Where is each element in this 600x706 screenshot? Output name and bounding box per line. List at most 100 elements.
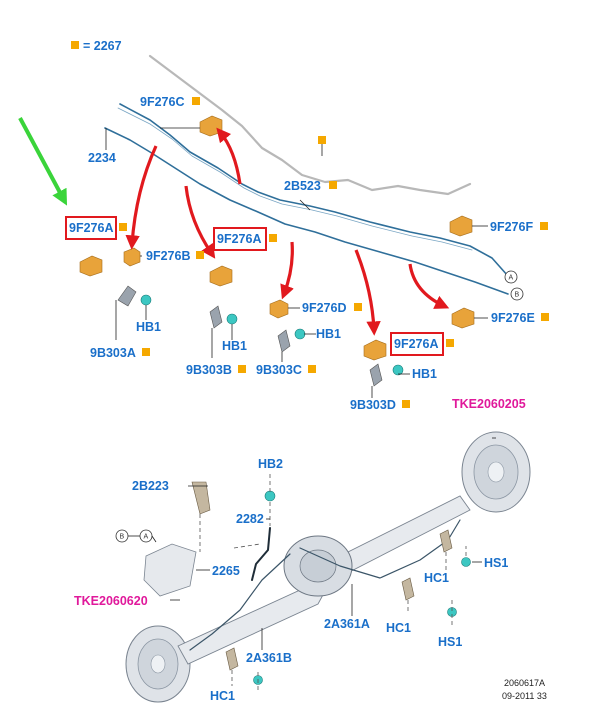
- bolt-hs1-a: [461, 557, 471, 567]
- label-2B223: 2B223: [132, 479, 169, 493]
- support-assembly-2265: [143, 543, 197, 597]
- brake-tubes-upper: [104, 54, 509, 295]
- label-9F276D: 9F276D: [302, 301, 346, 315]
- label-hb2: HB2: [258, 457, 283, 471]
- label-2A361B: 2A361B: [246, 651, 292, 665]
- connector-circle-b2: B: [115, 529, 129, 543]
- connector-circle-b: B: [510, 287, 524, 301]
- leader-lines-lower: [128, 437, 496, 690]
- leader-lines-upper: [105, 127, 488, 398]
- marker-9F276A-2: [269, 234, 277, 242]
- label-hc1-a: HC1: [424, 571, 449, 585]
- label-9B303D: 9B303D: [350, 398, 396, 412]
- blue-brake-tube-upper: [119, 103, 509, 277]
- red-arrow-1: [216, 127, 242, 185]
- footer-date: 09-2011 33: [502, 691, 547, 701]
- marker-9F276F: [540, 222, 548, 230]
- bolt-hb1-a: [140, 294, 152, 306]
- footer: 2060617A 09-2011 33: [502, 678, 547, 701]
- label-hs1-a: HS1: [484, 556, 508, 570]
- label-hb1-d: HB1: [412, 367, 437, 381]
- label-tke2060205: TKE2060205: [452, 397, 526, 411]
- clip-9F276F-part: [449, 215, 473, 237]
- bracket-9B303A: [117, 285, 137, 307]
- red-arrow-6: [408, 263, 450, 309]
- svg-text:B: B: [120, 534, 125, 541]
- bolt-hb1-d: [392, 364, 404, 376]
- highlight-box-9F276A-1: [65, 216, 117, 240]
- label-9B303A: 9B303A: [90, 346, 136, 360]
- clip-9F276D-part: [269, 299, 289, 319]
- labels-lower: TKE2060205 HB2 2B223 2282 2265 TKE206062…: [74, 397, 526, 703]
- clip-9F276A-part-1: [79, 255, 103, 277]
- red-arrow-3: [184, 185, 216, 259]
- svg-text:A: A: [509, 275, 514, 282]
- svg-text:A: A: [144, 534, 149, 541]
- red-arrow-5: [354, 249, 381, 336]
- label-hc1-c: HC1: [210, 689, 235, 703]
- marker-9B303B: [238, 365, 246, 373]
- bracket-2B223: [191, 481, 211, 515]
- label-9F276B: 9F276B: [146, 249, 190, 263]
- green-pointer-arrow: [18, 117, 68, 206]
- connector-circle-a2: A: [139, 529, 153, 543]
- marker-9F276E: [541, 313, 549, 321]
- label-2B523: 2B523: [284, 179, 321, 193]
- bolt-hb1-b: [226, 313, 238, 325]
- marker-2B523: [329, 181, 337, 189]
- label-9F276A-3: 9F276A: [394, 337, 438, 351]
- clip-9F276A-part-2: [209, 265, 233, 287]
- label-2234: 2234: [88, 151, 116, 165]
- rear-brake-hose-2282: [251, 527, 271, 581]
- clip-9F276B-part: [123, 247, 141, 267]
- labels-upper: 9F276C 2234 2B523 9F276A 9F276A 9F276B 9…: [69, 95, 549, 412]
- label-9F276A-2: 9F276A: [217, 232, 261, 246]
- blue-brake-tube-lower: [104, 127, 509, 295]
- connector-circle-a: A: [504, 270, 518, 284]
- label-tke2060620: TKE2060620: [74, 594, 148, 608]
- clip-hc1-a: [439, 529, 453, 553]
- bracket-9B303C: [277, 329, 291, 353]
- axle-assembly: [125, 431, 531, 703]
- rear-brake-line-2A361B: [189, 553, 291, 651]
- footer-code: 2060617A: [504, 678, 545, 688]
- marker-9F276C: [192, 97, 200, 105]
- label-hb1-a: HB1: [136, 320, 161, 334]
- bracket-9B303D: [369, 363, 383, 387]
- highlight-box-9F276A-2: [213, 227, 267, 251]
- marker-9F276A-1: [119, 223, 127, 231]
- label-hs1-b: HS1: [438, 635, 462, 649]
- label-2282: 2282: [236, 512, 264, 526]
- label-9F276C: 9F276C: [140, 95, 184, 109]
- blue-brake-tube-inner: [117, 107, 473, 251]
- marker-9F276A-3: [446, 339, 454, 347]
- legend-marker: [71, 41, 79, 49]
- label-9B303B: 9B303B: [186, 363, 232, 377]
- bolt-hb1-c: [294, 328, 306, 340]
- label-2A361A: 2A361A: [324, 617, 370, 631]
- label-hc1-b: HC1: [386, 621, 411, 635]
- highlight-box-9F276A-3: [390, 332, 444, 356]
- legend-text: = 2267: [83, 39, 122, 53]
- marker-9B303C: [308, 365, 316, 373]
- marker-9B303A: [142, 348, 150, 356]
- label-9F276E: 9F276E: [491, 311, 535, 325]
- marker-2234: [318, 136, 326, 144]
- label-9F276A-1: 9F276A: [69, 221, 113, 235]
- red-arrow-2: [125, 145, 158, 250]
- label-9B303C: 9B303C: [256, 363, 302, 377]
- clip-9F276A-part-3: [363, 339, 387, 361]
- red-arrow-4: [280, 241, 294, 300]
- legend: = 2267: [71, 39, 122, 53]
- label-2265: 2265: [212, 564, 240, 578]
- grey-brake-tube: [148, 54, 472, 196]
- clip-hc1-c: [225, 647, 239, 671]
- svg-text:B: B: [515, 292, 520, 299]
- bracket-9B303B: [209, 305, 223, 329]
- clip-9F276E-part: [451, 307, 475, 329]
- clip-9F276C-part: [199, 115, 223, 137]
- label-9F276F: 9F276F: [490, 220, 533, 234]
- bolt-hb2: [264, 490, 276, 502]
- marker-9B303D: [402, 400, 410, 408]
